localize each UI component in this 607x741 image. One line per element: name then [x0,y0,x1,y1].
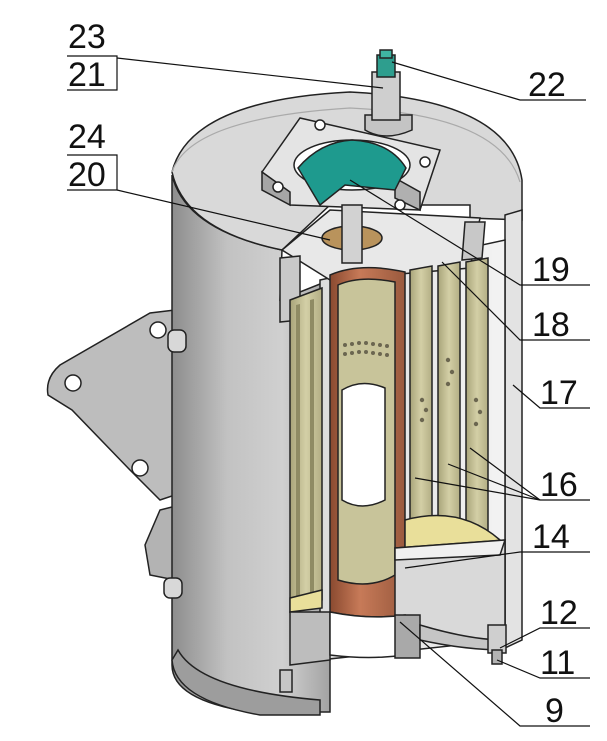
flange [261,117,441,212]
callout-14: 14 [532,518,570,556]
callout-20: 20 [68,156,106,194]
teal-opening [297,139,407,207]
callout-9: 9 [545,692,564,730]
callout-11: 11 [540,644,575,682]
callout-19: 19 [532,251,570,289]
callout-24: 24 [68,118,106,156]
bolt-12 [487,624,507,654]
callout-18: 18 [532,306,570,344]
mounting-bracket [46,309,181,581]
callout-17: 17 [540,374,578,412]
callout-23: 23 [68,18,106,56]
stud [163,577,183,599]
cutaway-interior [279,204,507,693]
outer-shell-17 [504,208,523,650]
callout-16: 16 [540,466,578,504]
bottom-nozzle-9 [394,614,421,659]
top-fitting [364,49,413,137]
callout-12: 12 [540,594,578,632]
callout-labels: 23 21 24 20 22 19 18 17 16 14 12 11 9 [68,18,578,730]
leader-lines [67,55,590,727]
callout-22: 22 [528,66,566,104]
callout-21: 21 [68,56,106,94]
stud [167,329,187,353]
bolt-11 [491,649,503,665]
filter-element-16 [289,286,323,614]
